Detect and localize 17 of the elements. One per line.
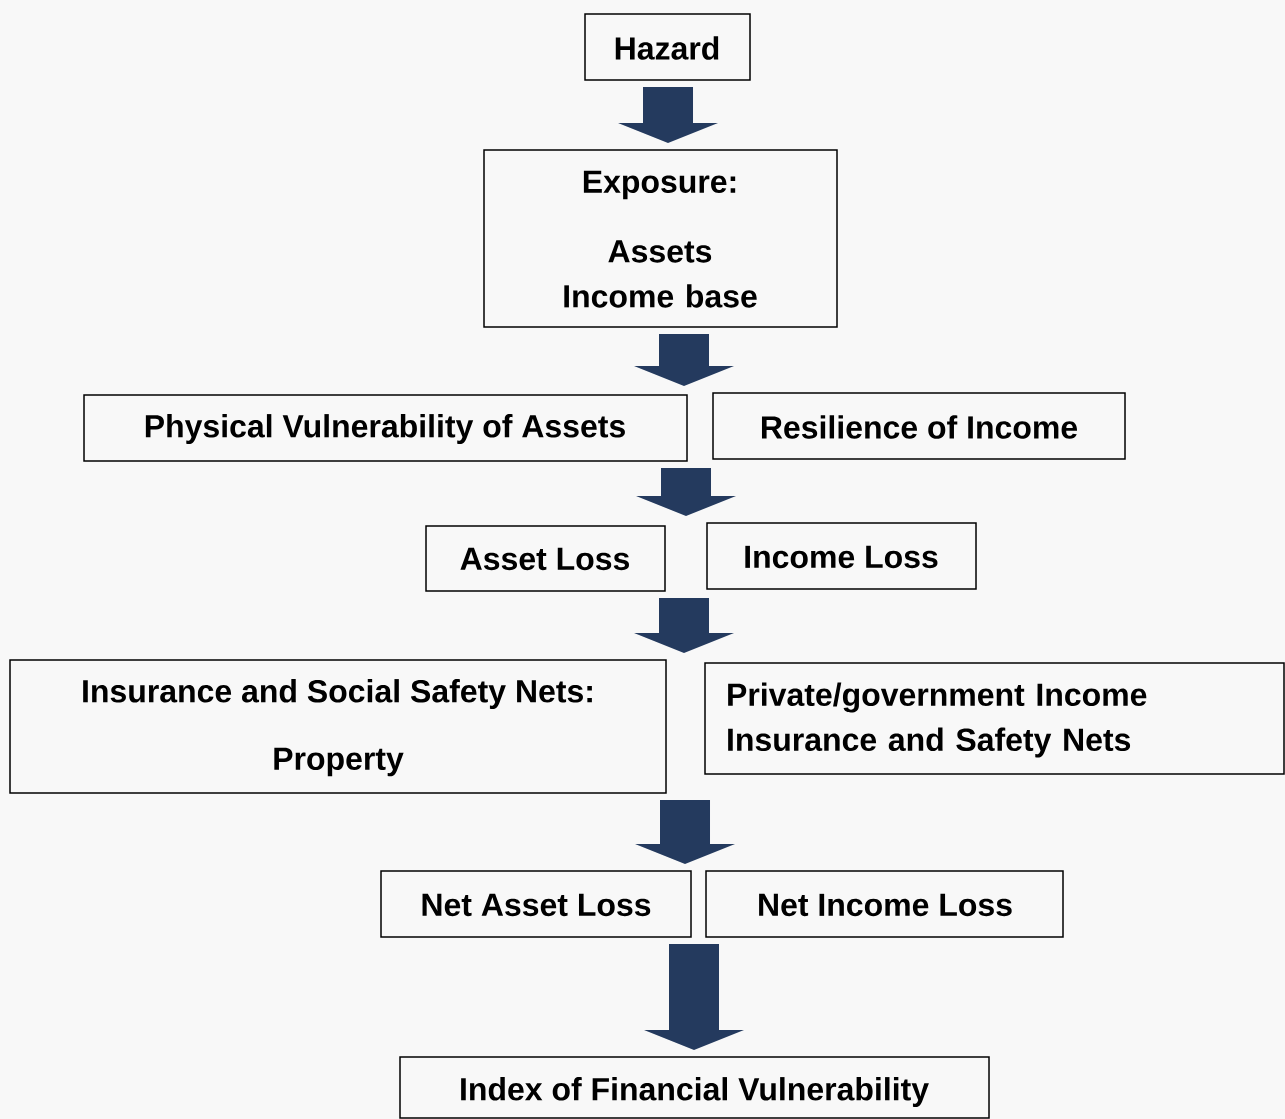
block-arrow [634,334,734,386]
process-box: Index of Financial Vulnerability [399,1056,990,1119]
block-arrow [644,944,744,1050]
process-box: Resilience of Income [712,392,1126,460]
process-box: Net Asset Loss [380,870,692,938]
block-arrow [634,598,734,653]
process-box: Physical Vulnerability of Assets [83,394,688,462]
process-box: Hazard [584,13,751,81]
process-box: Exposure: Assets Income base [483,149,838,328]
block-arrow [636,468,736,516]
process-box: Private/government Income Insurance and Safety Nets [704,662,1285,775]
process-box: Insurance and Social Safety Nets: Property [9,659,667,794]
process-box: Income Loss [706,522,977,590]
process-box: Net Income Loss [705,870,1064,938]
process-box: Asset Loss [425,525,666,592]
block-arrow [635,800,735,864]
block-arrow [618,87,718,143]
